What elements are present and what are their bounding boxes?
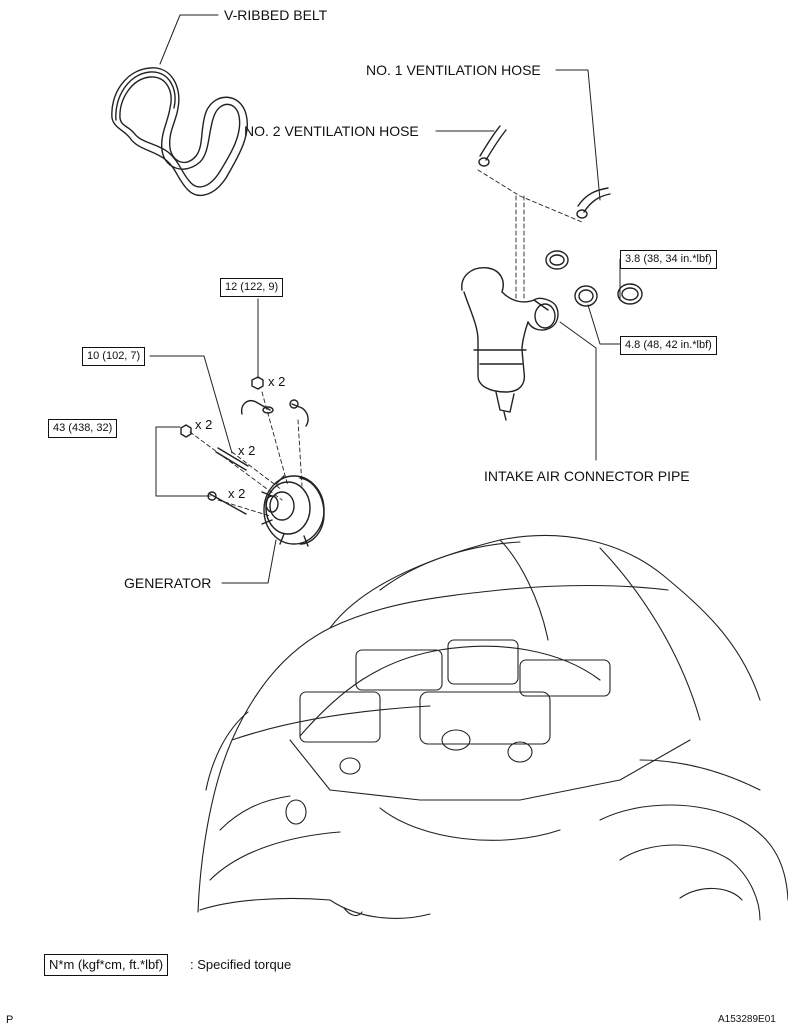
page-letter: P (6, 1014, 14, 1026)
torque-box-nut-terminal: 12 (122, 9) (220, 278, 284, 297)
figure-id: A153289E01 (718, 1014, 776, 1025)
label-no2-ventilation-hose: NO. 2 VENTILATION HOSE (244, 123, 419, 139)
label-no1-ventilation-hose: NO. 1 VENTILATION HOSE (366, 62, 541, 78)
qty-stud: x 2 (238, 443, 256, 458)
generator-hardware-drawing (180, 376, 309, 515)
hose-clamps-drawing (545, 250, 643, 307)
torque-box-clamp-upper: 3.8 (38, 34 in.*lbf) (620, 250, 717, 269)
torque-box-bolt-main: 43 (438, 32) (48, 419, 118, 438)
legend-unit-box: N*m (kgf*cm, ft.*lbf) (44, 954, 169, 976)
qty-nut-main: x 2 (195, 417, 213, 432)
ventilation-hoses-drawing (478, 125, 611, 219)
qty-bolt: x 2 (228, 486, 246, 501)
label-v-ribbed-belt: V-RIBBED BELT (224, 7, 328, 23)
leader-lines (149, 14, 621, 584)
label-intake-air-connector-pipe: INTAKE AIR CONNECTOR PIPE (484, 468, 690, 484)
legend-description: : Specified torque (190, 957, 292, 972)
torque-box-clamp-lower: 4.8 (48, 42 in.*lbf) (620, 336, 717, 355)
intake-air-connector-pipe-drawing (461, 267, 559, 421)
engine-compartment-drawing (197, 535, 788, 921)
v-ribbed-belt-drawing (111, 67, 248, 197)
label-generator: GENERATOR (124, 575, 212, 591)
generator-drawing (261, 475, 325, 547)
qty-nut-terminal: x 2 (268, 374, 286, 389)
torque-box-stud-bolt: 10 (102, 7) (82, 347, 146, 366)
